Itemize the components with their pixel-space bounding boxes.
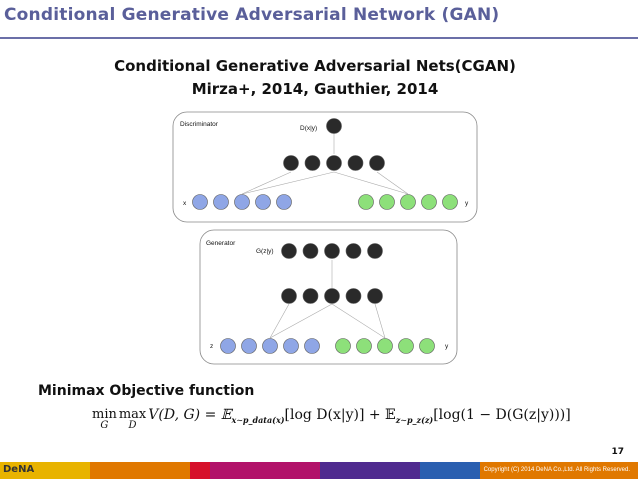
subtitle-line-1: Conditional Generative Adversarial Nets(… <box>114 57 516 75</box>
generator-hidden-node <box>281 288 297 304</box>
y-to-hidden-edge <box>374 303 386 339</box>
generator-z-node <box>241 338 257 354</box>
discriminator-y-node <box>358 194 374 210</box>
footer-color-bar <box>0 462 638 479</box>
discriminator-hidden-node <box>304 155 321 171</box>
discriminator-x-label: x <box>183 200 187 207</box>
discriminator-y-node <box>379 194 395 210</box>
footer-segment <box>420 462 480 479</box>
discriminator-output-label: D(x|y) <box>300 125 317 132</box>
footer-segment <box>190 462 210 479</box>
discriminator-x-node <box>276 194 292 210</box>
footer-segment <box>320 462 420 479</box>
discriminator-hidden-node <box>326 155 342 171</box>
generator-z-node <box>262 338 278 354</box>
x-to-hidden-edge <box>241 171 335 195</box>
generator-z-node <box>304 338 320 354</box>
generator-hidden-node <box>345 288 362 304</box>
generator-y-label: y <box>445 343 449 350</box>
y-to-hidden-edge <box>333 171 409 195</box>
subtitle-line-2: Mirza+, 2014, Gauthier, 2014 <box>191 80 439 98</box>
generator-hidden-node <box>302 288 319 304</box>
z-to-hidden-edge <box>269 303 333 339</box>
footer-segment <box>480 462 638 479</box>
footer-segment <box>90 462 190 479</box>
discriminator-y-node <box>421 194 437 210</box>
generator-y-node <box>419 338 435 354</box>
x-to-hidden-edge <box>241 171 292 195</box>
generator-y-node <box>356 338 372 354</box>
network-nodes <box>192 118 458 354</box>
discriminator-output-node <box>326 118 342 134</box>
discriminator-frame <box>172 111 478 223</box>
formula-generator-term: [log(1 − D(G(z|y)))] <box>433 407 571 423</box>
slide-title: Conditional Generative Adversarial Netwo… <box>4 5 500 25</box>
footer-segment <box>0 462 90 479</box>
discriminator-y-label: y <box>465 200 469 207</box>
generator-y-node <box>377 338 393 354</box>
generator-output-node <box>281 243 297 259</box>
formula-value-function: V(D, G) = 𝔼 <box>148 407 232 423</box>
generator-z-label: z <box>210 343 213 350</box>
discriminator-block: Discriminator D(x|y) x y <box>172 111 478 223</box>
formula-noise-subscript: z∼p_z(z) <box>395 414 434 425</box>
page-number: 17 <box>611 447 624 457</box>
z-to-hidden-edge <box>269 303 290 339</box>
y-to-hidden-edge <box>376 171 409 195</box>
discriminator-x-node <box>255 194 271 210</box>
discriminator-y-node <box>442 194 458 210</box>
copyright-text: Copyright (C) 2014 DeNA Co.,Ltd. All Rig… <box>483 467 630 473</box>
objective-label: Minimax Objective function <box>38 383 255 399</box>
discriminator-hidden-node <box>283 155 299 171</box>
generator-y-node <box>398 338 414 354</box>
discriminator-title: Discriminator <box>180 121 219 128</box>
discriminator-hidden-node <box>347 155 364 171</box>
generator-z-node <box>283 338 299 354</box>
discriminator-y-node <box>400 194 416 210</box>
discriminator-x-node <box>213 194 229 210</box>
dena-logo: DeNA <box>3 464 35 475</box>
formula-data-subscript: x∼p_data(x) <box>231 414 285 425</box>
title-divider <box>0 37 638 39</box>
network-connections <box>241 133 409 339</box>
discriminator-x-node <box>234 194 250 210</box>
generator-hidden-node <box>324 288 340 304</box>
generator-output-node <box>324 243 340 259</box>
discriminator-x-node <box>192 194 208 210</box>
generator-output-node <box>367 243 383 259</box>
y-to-hidden-edge <box>331 303 386 339</box>
footer-segment <box>210 462 320 479</box>
formula-discriminator-term: [log D(x|y)] + 𝔼 <box>284 407 396 423</box>
generator-output-label: G(z|y) <box>256 248 274 255</box>
generator-hidden-node <box>367 288 383 304</box>
generator-output-node <box>345 243 362 259</box>
generator-z-node <box>220 338 236 354</box>
generator-y-node <box>335 338 351 354</box>
discriminator-hidden-node <box>369 155 385 171</box>
generator-title: Generator <box>206 240 236 247</box>
generator-output-node <box>302 243 319 259</box>
